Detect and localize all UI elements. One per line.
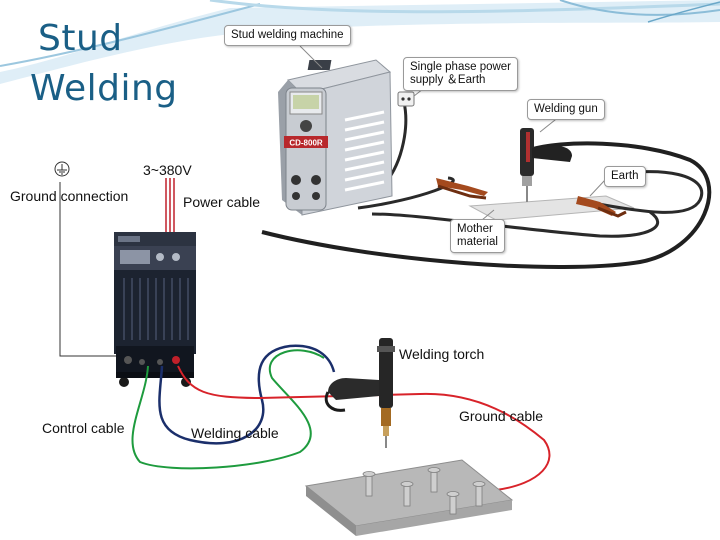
welding-machine-cabinet [114, 232, 196, 387]
gun-cable [261, 141, 712, 270]
label-power-cable: Power cable [183, 194, 261, 210]
callout-mother-material-line1: Mother [457, 223, 493, 235]
callout-welding-gun-text: Welding gun [534, 103, 598, 115]
ground-connection-line [59, 182, 126, 357]
earth-cable [587, 170, 704, 214]
earth-clamp-cable [371, 210, 659, 238]
label-ground-connection: Ground connection [10, 188, 129, 204]
welding-torch [324, 338, 395, 448]
welding-cable-navy [158, 344, 336, 445]
earth-clamp-right [576, 196, 627, 218]
control-cable-green [131, 349, 325, 470]
title-line-1: Stud [38, 18, 123, 59]
stud-pins [362, 467, 486, 515]
label-welding-torch: Welding torch [399, 346, 485, 362]
callout-stud-welding-machine-text: Stud welding machine [231, 29, 344, 41]
label-voltage: 3~380V [143, 162, 192, 178]
ground-symbol-icon [54, 161, 70, 177]
callout-welding-gun: Welding gun [527, 99, 605, 120]
label-control-cable: Control cable [42, 420, 125, 436]
callout-earth: Earth [604, 166, 646, 187]
welding-gun [520, 128, 572, 202]
callout-stud-welding-machine: Stud welding machine [224, 25, 351, 46]
callout-power-supply-line2: supply ＆Earth [410, 74, 486, 86]
wall-outlet [397, 91, 415, 107]
label-welding-cable: Welding cable [191, 425, 279, 441]
earth-clamp-left [436, 178, 488, 200]
ground-cable-red [177, 365, 551, 491]
work-plate [304, 459, 514, 536]
callout-earth-text: Earth [611, 170, 639, 182]
callout-mother-material-line2: material [457, 236, 498, 248]
stud-welding-machine: CD-800R [278, 59, 393, 216]
callout-power-supply-line1: Single phase power [410, 61, 512, 73]
control-cable-black [357, 176, 455, 210]
title-line-2: Welding [30, 68, 178, 109]
power-cable-lines [165, 178, 175, 236]
machine-model-text: CD-800R [289, 139, 323, 148]
slide-title: Stud Welding [30, 14, 178, 114]
label-ground-cable: Ground cable [459, 408, 544, 424]
callout-mother-material: Mother material [450, 219, 505, 253]
callout-power-supply: Single phase power supply ＆Earth [403, 57, 519, 91]
